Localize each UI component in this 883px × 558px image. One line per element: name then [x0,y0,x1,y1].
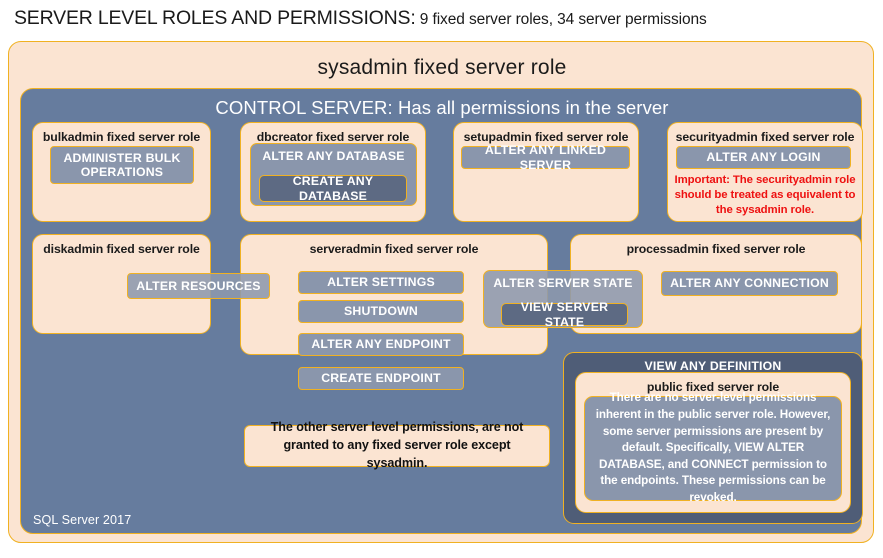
sysadmin-role-label: sysadmin fixed server role [317,56,567,79]
permission-alter-settings: ALTER SETTINGS [298,271,464,294]
permission-alter-any-linked-server: ALTER ANY LINKED SERVER [461,143,630,172]
permission-administer-bulk-operations: ADMINISTER BULK OPERATIONS [50,146,194,184]
permission-alter-any-endpoint: ALTER ANY ENDPOINT [298,333,464,356]
permission-view-server-state: VIEW SERVER STATE [501,300,628,329]
permission-shutdown: SHUTDOWN [298,300,464,323]
page-title: SERVER LEVEL ROLES AND PERMISSIONS: 9 fi… [14,7,874,35]
role-title-processadmin: processadmin fixed server role [626,242,806,256]
permission-create-any-database: CREATE ANY DATABASE [259,174,407,203]
permission-alter-any-connection: ALTER ANY CONNECTION [661,271,838,296]
role-card-setupadmin: setupadmin fixed server role [453,122,639,222]
public-role-description: There are no server-level permissions in… [584,391,842,504]
role-title-public: public fixed server role [646,380,780,394]
role-card-securityadmin: securityadmin fixed server role [667,122,863,222]
permission-alter-any-login: ALTER ANY LOGIN [676,146,851,169]
permission-create-endpoint: CREATE ENDPOINT [298,367,464,390]
role-card-diskadmin: diskadmin fixed server role [32,234,211,334]
role-title-dbcreator: dbcreator fixed server role [256,130,410,144]
other-permissions-note: The other server level permissions, are … [244,420,550,470]
permission-view-any-definition-label: VIEW ANY DEFINITION [644,359,782,373]
role-title-diskadmin: diskadmin fixed server role [43,242,200,256]
permission-alter-server-state-label: ALTER SERVER STATE [493,276,633,290]
role-title-setupadmin: setupadmin fixed server role [463,130,629,144]
role-title-bulkadmin: bulkadmin fixed server role [42,130,201,144]
page-title-sub: 9 fixed server roles, 34 server permissi… [415,11,707,28]
role-title-serveradmin: serveradmin fixed server role [309,242,479,256]
page-title-main: SERVER LEVEL ROLES AND PERMISSIONS: [14,7,416,29]
sql-server-version-label: SQL Server 2017 [33,513,132,527]
control-server-label: CONTROL SERVER: Has all permissions in t… [215,97,669,118]
permission-alter-any-database-label: ALTER ANY DATABASE [262,149,405,163]
permission-alter-resources: ALTER RESOURCES [127,273,270,299]
role-title-securityadmin: securityadmin fixed server role [675,130,855,144]
securityadmin-warning-note: Important: The securityadmin role should… [674,174,856,217]
